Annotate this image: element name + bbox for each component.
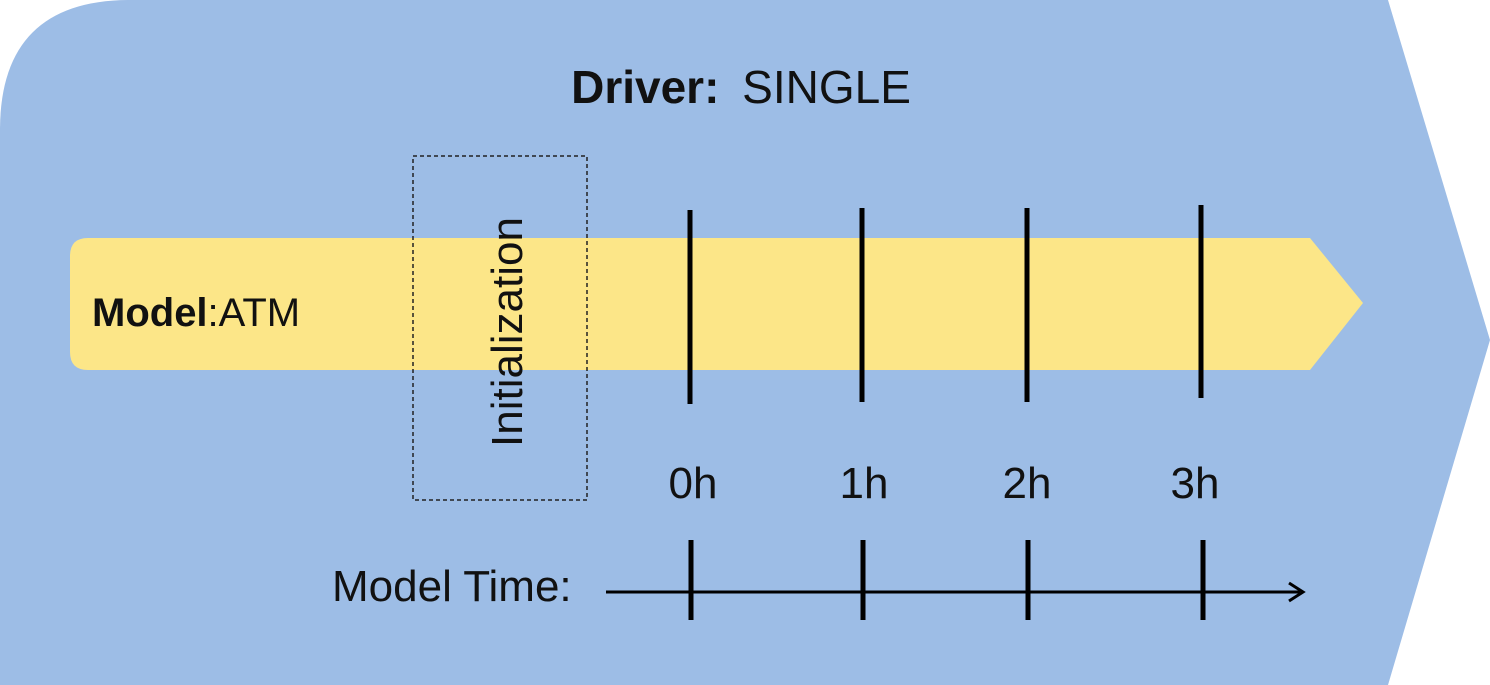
model-time-axis-arrowhead bbox=[1288, 581, 1306, 603]
model-band-arrow bbox=[70, 238, 1363, 370]
driver-value: SINGLE bbox=[742, 61, 911, 113]
initialization-label: Initialization bbox=[483, 217, 532, 447]
model-label: Model bbox=[92, 291, 208, 335]
tick-label-1h: 1h bbox=[840, 459, 889, 508]
tick-label-0h: 0h bbox=[669, 459, 718, 508]
driver-title: Driver: SINGLE bbox=[571, 61, 911, 113]
model-title: Model:ATM bbox=[92, 291, 300, 335]
tick-label-2h: 2h bbox=[1003, 459, 1052, 508]
initialization-box bbox=[412, 155, 588, 501]
model-time-label: Model Time: bbox=[332, 562, 572, 611]
model-value: :ATM bbox=[208, 291, 301, 335]
tick-label-3h: 3h bbox=[1171, 459, 1220, 508]
driver-label: Driver: bbox=[571, 61, 719, 113]
